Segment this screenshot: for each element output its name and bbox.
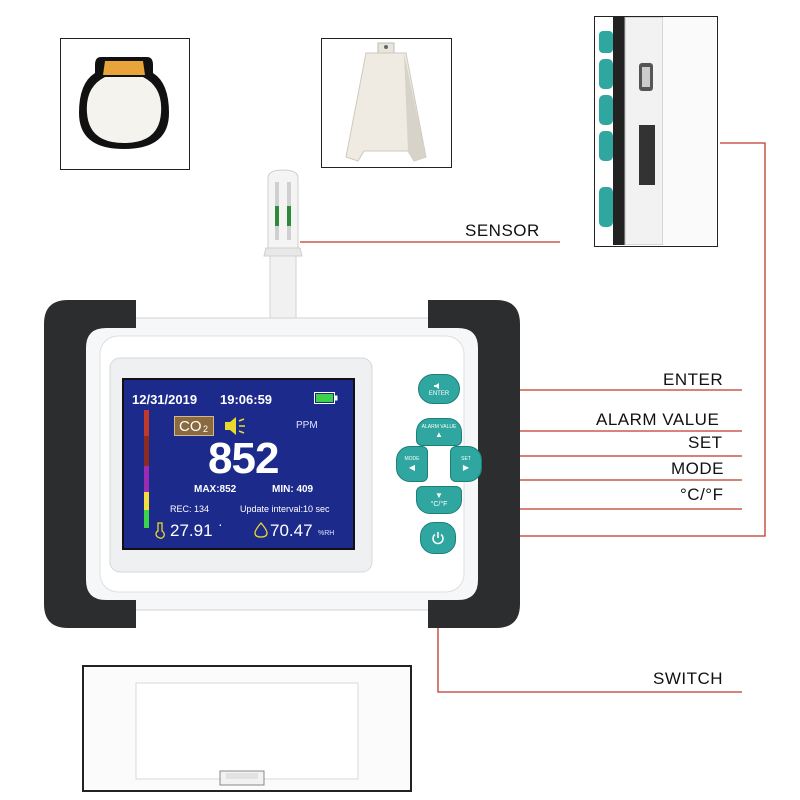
inset-bracket [321,38,452,168]
inset-sensor-cap [60,38,190,170]
gas-label: CO [179,418,202,435]
bottom-base-image [84,667,410,790]
bracket-image [345,42,427,162]
battery-icon [314,392,338,404]
set-button[interactable]: SET ▶ [450,446,482,482]
temperature-reading: 27.91 [170,521,213,540]
up-arrow-icon: ▲ [435,430,443,439]
unit-button[interactable]: ▼ °C/°F [416,486,462,514]
sensor-probe [263,169,303,320]
humidity-unit: %RH [318,530,335,537]
left-arrow-icon: ◀ [408,462,416,472]
power-icon [432,532,444,545]
inset-bottom-base [82,665,412,792]
co2-reading: 852 [208,434,279,483]
power-button[interactable] [420,522,456,554]
mode-button[interactable]: MODE ◀ [396,446,428,482]
sensor-cap-image [79,57,169,149]
screen-date: 12/31/2019 [132,392,198,407]
enter-button-label: ENTER [428,390,450,397]
level-scale-bar [144,410,149,528]
side-view-image [595,16,716,246]
unit-label: °C/°F [680,485,724,504]
lcd-screen: 12/31/2019 19:06:59 CO 2 PPM 852 MAX:852… [122,378,355,550]
gas-label-subscript: 2 [203,424,209,434]
inset-side-view [594,16,718,247]
side-view-callout-line [520,142,766,537]
alarm-value-label: ALARM VALUE [596,410,720,429]
set-label: SET [688,433,723,452]
min-reading: MIN: 409 [272,484,314,495]
alarm-value-button[interactable]: ALARM VALUE ▲ [416,418,462,446]
alarm-value-button-label: ALARM VALUE [421,424,457,430]
right-arrow-icon: ▶ [462,462,470,472]
update-interval: Update interval:10 sec [240,504,330,514]
temperature-mark: · [218,516,223,532]
unit-button-label: °C/°F [430,501,448,508]
sensor-label: SENSOR [465,221,540,240]
down-arrow-icon: ▼ [435,491,443,500]
gas-label-box: CO 2 [174,416,214,436]
speaker-small-icon [434,382,439,389]
humidity-reading: 70.47 [270,521,313,540]
mode-button-label: MODE [404,455,420,462]
record-count: REC: 134 [170,504,210,514]
enter-button[interactable]: ENTER [418,374,460,404]
speaker-icon [225,417,245,435]
enter-label: ENTER [663,370,724,389]
screen-unit: PPM [296,420,318,431]
screen-time: 19:06:59 [220,392,273,407]
humidity-icon [254,522,268,538]
set-button-label: SET [461,455,471,462]
switch-label: SWITCH [653,669,724,688]
mode-label: MODE [671,459,724,478]
thermometer-icon [155,522,165,539]
max-reading: MAX:852 [194,484,237,495]
